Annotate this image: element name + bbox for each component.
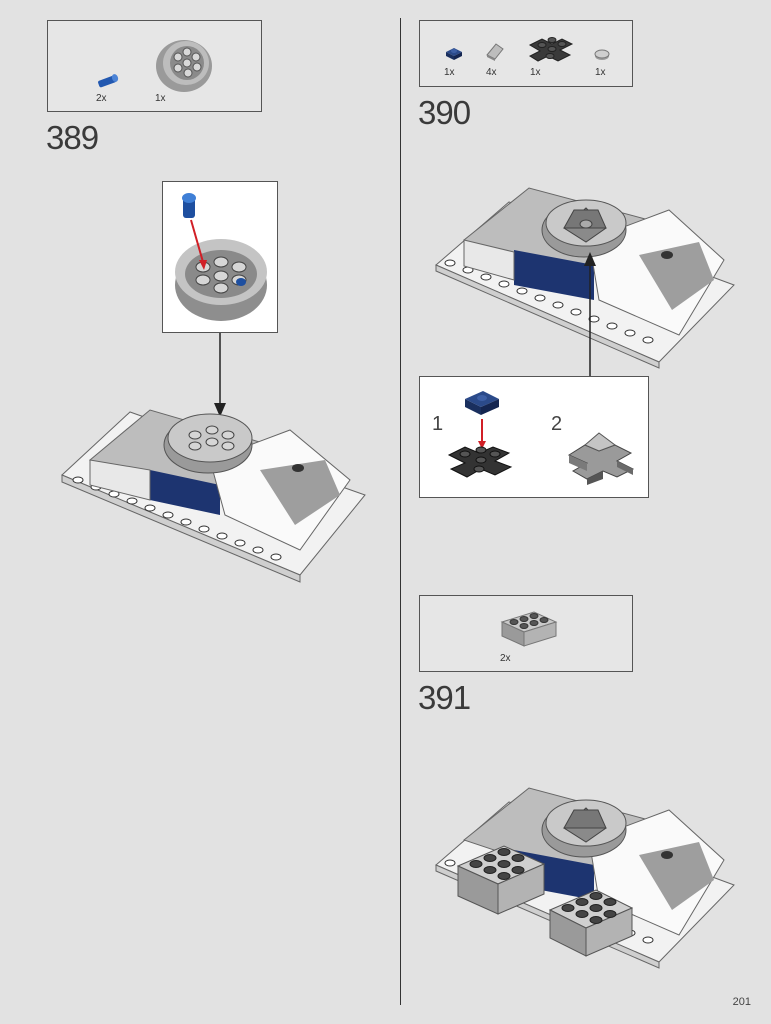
callout-arrow-389 xyxy=(214,333,226,417)
step-number-390: 390 xyxy=(418,94,471,131)
step-number-389: 389 xyxy=(46,119,99,156)
model-illustration-390 xyxy=(435,187,735,369)
part-qty: 2x xyxy=(96,93,107,104)
parts-list-389: 2x 1x xyxy=(47,20,262,112)
round-tile-icon xyxy=(594,49,610,60)
dark-blue-plate-icon xyxy=(446,48,462,60)
slope-assembly-diagram xyxy=(567,432,635,485)
column-divider xyxy=(400,18,401,1005)
part-qty: 1x xyxy=(530,67,541,78)
step-number-391: 391 xyxy=(418,679,471,716)
substep-number: 1 xyxy=(432,413,444,435)
part-qty: 2x xyxy=(500,653,511,664)
sub-assembly-callout-389 xyxy=(162,181,278,333)
part-qty: 1x xyxy=(155,93,166,104)
part-qty: 1x xyxy=(444,67,455,78)
cross-plate-assembly-diagram xyxy=(447,391,513,478)
sub-assembly-callout-390: 1 2 xyxy=(419,376,649,498)
substep-number: 2 xyxy=(551,413,563,435)
part-qty: 1x xyxy=(595,67,606,78)
grey-brick-2x3-icon xyxy=(500,611,558,647)
black-cross-plate-icon xyxy=(528,37,574,62)
part-qty: 4x xyxy=(486,67,497,78)
parts-list-390: 1x 4x 1x 1x xyxy=(419,20,633,87)
blue-pin-icon xyxy=(98,74,119,88)
parts-list-391: 2x xyxy=(419,595,633,672)
grey-slope-icon xyxy=(486,43,504,61)
dish-insert-diagram xyxy=(175,193,267,321)
round-dish-icon xyxy=(156,40,212,92)
page-number: 201 xyxy=(732,996,751,1008)
model-illustration-389 xyxy=(61,409,366,583)
model-illustration-391 xyxy=(435,787,735,969)
callout-arrow-390 xyxy=(584,252,596,377)
